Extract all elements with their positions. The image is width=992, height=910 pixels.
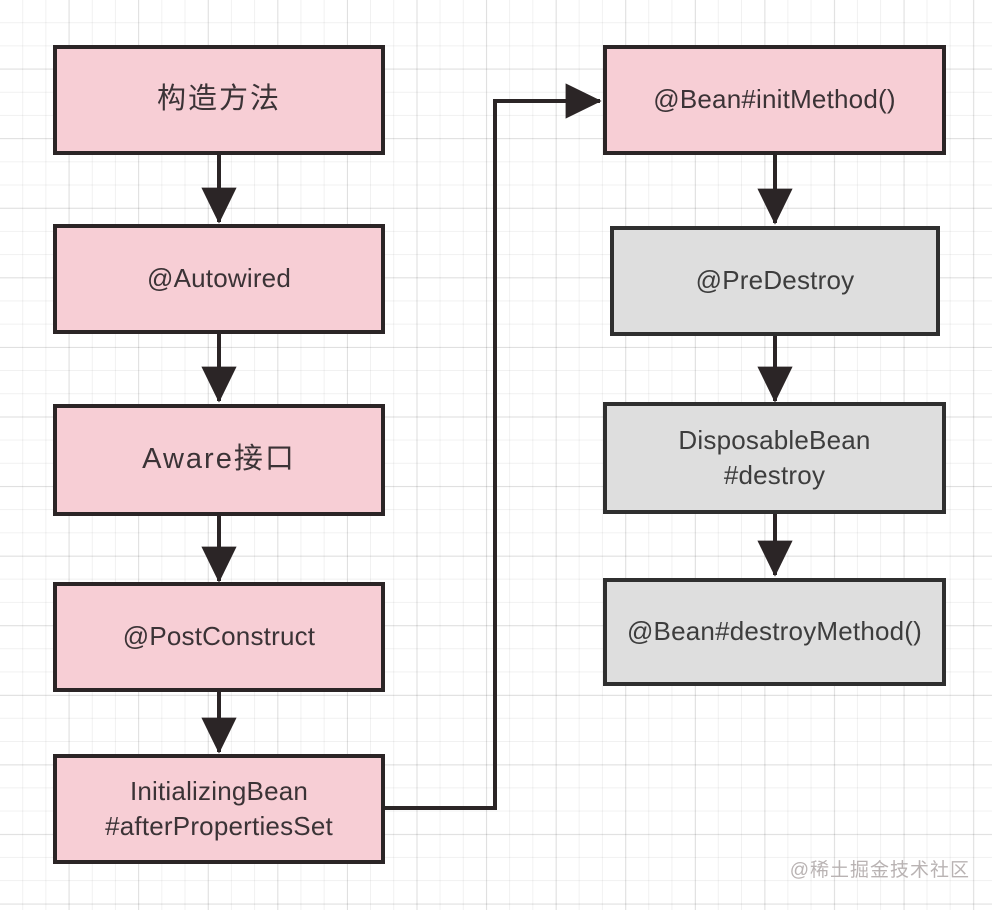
node-constructor[interactable]: 构造方法 xyxy=(53,45,385,155)
node-postconstruct[interactable]: @PostConstruct xyxy=(53,582,385,692)
node-aware-interface[interactable]: Aware接口 xyxy=(53,404,385,516)
node-bean-destroymethod[interactable]: @Bean#destroyMethod() xyxy=(603,578,946,686)
node-disposablebean[interactable]: DisposableBean #destroy xyxy=(603,402,946,514)
node-initializingbean[interactable]: InitializingBean #afterPropertiesSet xyxy=(53,754,385,864)
node-bean-initmethod[interactable]: @Bean#initMethod() xyxy=(603,45,946,155)
node-predestroy[interactable]: @PreDestroy xyxy=(610,226,940,336)
node-autowired[interactable]: @Autowired xyxy=(53,224,385,334)
watermark: @稀土掘金技术社区 xyxy=(789,860,970,881)
edge-initializingbean-to-beaninitmethod xyxy=(385,83,602,810)
